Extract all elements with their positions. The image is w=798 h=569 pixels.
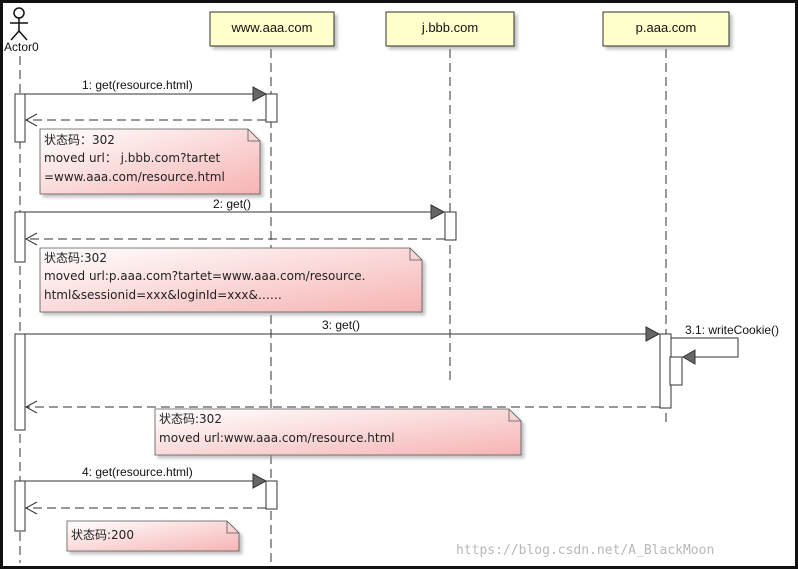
note-1-line-2: moved url： j.bbb.com?tartet bbox=[44, 151, 221, 165]
note-3: 状态码:302 moved url:www.aaa.com/resource.h… bbox=[154, 408, 522, 456]
note-2-line-1: 状态码:302 bbox=[44, 251, 107, 265]
return-1 bbox=[24, 113, 266, 127]
participant-paaa-label: p.aaa.com bbox=[636, 20, 697, 35]
note-1: 状态码：302 moved url： j.bbb.com?tartet =www… bbox=[39, 128, 261, 195]
note-4-line-1: 状态码:200 bbox=[71, 528, 134, 542]
note-3-line-1: 状态码:302 bbox=[159, 412, 222, 426]
arrowhead-filled bbox=[252, 86, 268, 102]
participant-jbbb-label: j.bbb.com bbox=[421, 20, 478, 35]
arrowhead-filled bbox=[430, 204, 446, 220]
activations bbox=[14, 93, 683, 532]
sequence-diagram: Actor0 www.aaa.com j.bbb.com p.aaa.com 1… bbox=[4, 7, 779, 563]
actor: Actor0 bbox=[4, 7, 39, 54]
note-2-line-2: moved url:p.aaa.com?tartet=www.aaa.com/r… bbox=[44, 269, 365, 283]
actor-label: Actor0 bbox=[4, 40, 39, 54]
paaa-self-activation bbox=[669, 356, 683, 386]
note-2: 状态码:302 moved url:p.aaa.com?tartet=www.a… bbox=[39, 247, 423, 313]
note-4: 状态码:200 bbox=[66, 520, 240, 552]
message-3-1-label: 3.1: writeCookie() bbox=[685, 323, 779, 337]
paaa-activation bbox=[659, 333, 672, 409]
participant-jbbb: j.bbb.com bbox=[385, 11, 515, 47]
actor-activation-3 bbox=[14, 333, 26, 431]
watermark: https://blog.csdn.net/A_BlackMoon bbox=[456, 543, 714, 558]
message-4-label: 4: get(resource.html) bbox=[82, 465, 193, 479]
note-3-line-2: moved url:www.aaa.com/resource.html bbox=[159, 431, 395, 445]
participant-www: www.aaa.com bbox=[209, 11, 335, 47]
actor-activation-2 bbox=[14, 211, 26, 263]
return-3 bbox=[24, 400, 660, 414]
message-2: 2: get() bbox=[25, 197, 446, 220]
message-1: 1: get(resource.html) bbox=[25, 78, 268, 102]
message-3: 3: get() bbox=[25, 318, 661, 342]
arrowhead-filled bbox=[252, 473, 268, 489]
jbbb-activation bbox=[444, 211, 457, 241]
actor-activation-4 bbox=[14, 480, 26, 532]
arrowhead-filled bbox=[645, 326, 661, 342]
message-1-label: 1: get(resource.html) bbox=[82, 78, 193, 92]
note-1-line-1: 状态码：302 bbox=[44, 133, 115, 147]
arrowhead-filled bbox=[682, 349, 696, 365]
actor-icon bbox=[10, 7, 28, 41]
return-4 bbox=[24, 501, 266, 515]
message-4: 4: get(resource.html) bbox=[25, 465, 268, 489]
www-activation-1 bbox=[265, 93, 278, 123]
message-3-1: 3.1: writeCookie() bbox=[671, 323, 779, 365]
www-activation-2 bbox=[265, 480, 278, 510]
participant-paaa: p.aaa.com bbox=[602, 11, 730, 47]
message-3-label: 3: get() bbox=[322, 318, 360, 332]
message-2-label: 2: get() bbox=[213, 197, 251, 211]
actor-activation-1 bbox=[14, 93, 26, 143]
note-2-line-3: html&sessionid=xxx&loginId=xxx&…… bbox=[44, 288, 282, 302]
note-1-line-3: =www.aaa.com/resource.html bbox=[44, 170, 225, 184]
return-2 bbox=[24, 232, 445, 246]
participant-www-label: www.aaa.com bbox=[231, 20, 313, 35]
